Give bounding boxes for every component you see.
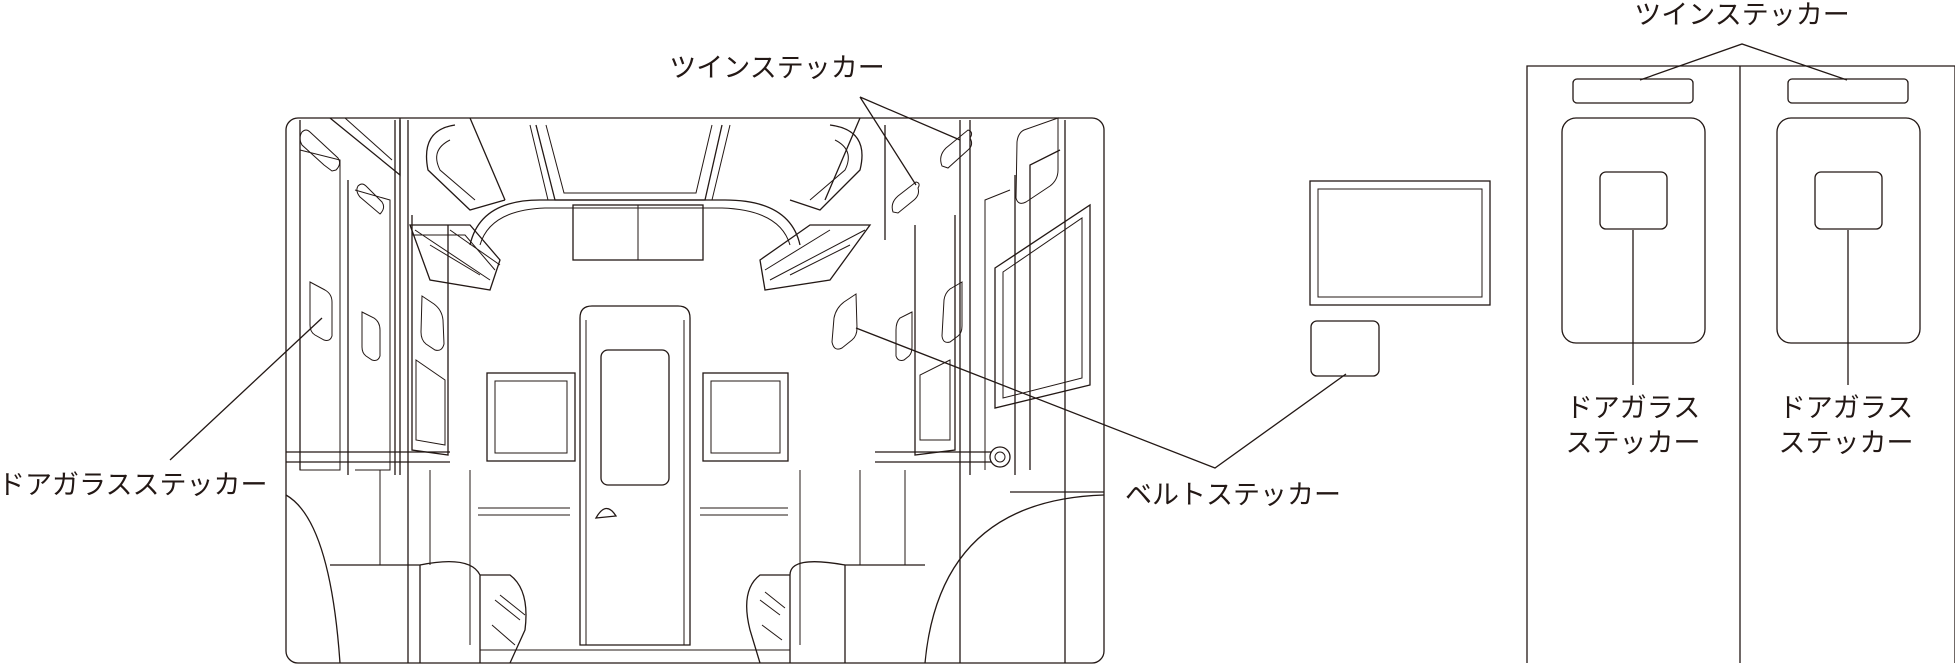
door-glass-sticker-right-1	[941, 281, 963, 343]
twin-sticker-label-right: ツインステッカー	[1634, 0, 1849, 31]
leader-lines	[169, 43, 1849, 469]
door-glass-sticker-right-2	[895, 311, 913, 361]
belt-sticker-corner	[1015, 117, 1059, 204]
door-glass-sticker-label-door2-line2: ステッカー	[1779, 428, 1914, 459]
twin-sticker-right-2	[891, 181, 920, 214]
door-glass-sticker-left-1	[309, 281, 333, 341]
twin-sticker-label-center: ツインステッカー	[669, 53, 884, 84]
twin-sticker-door-1	[1572, 78, 1694, 104]
door-elevation	[1526, 65, 1955, 663]
door-glass-sticker-label-left: ドアガラスステッカー	[0, 470, 267, 501]
belt-sticker-right	[831, 293, 858, 350]
door-glass-sticker-left-2	[361, 311, 381, 361]
train-interior-illustration	[285, 117, 1105, 664]
door-glass-sticker-label-door1-line2: ステッカー	[1566, 428, 1701, 459]
twin-sticker-left-2	[356, 183, 385, 215]
sticker-samples	[1309, 180, 1491, 377]
twin-sticker-left-1	[299, 129, 341, 172]
twin-sticker-door-2	[1787, 78, 1909, 104]
belt-sticker-sample	[1310, 320, 1380, 377]
door-glass-sticker-door-1	[1599, 171, 1668, 230]
belt-sticker-left	[420, 295, 445, 351]
twin-sticker-right-1	[940, 129, 973, 169]
door-glass-sticker-label-door2-line1: ドアガラス	[1779, 393, 1913, 424]
door-glass-sticker-label-door1-line1: ドアガラス	[1566, 393, 1700, 424]
belt-sticker-label: ベルトステッカー	[1125, 480, 1341, 511]
door-glass-sticker-door-2	[1814, 171, 1883, 230]
